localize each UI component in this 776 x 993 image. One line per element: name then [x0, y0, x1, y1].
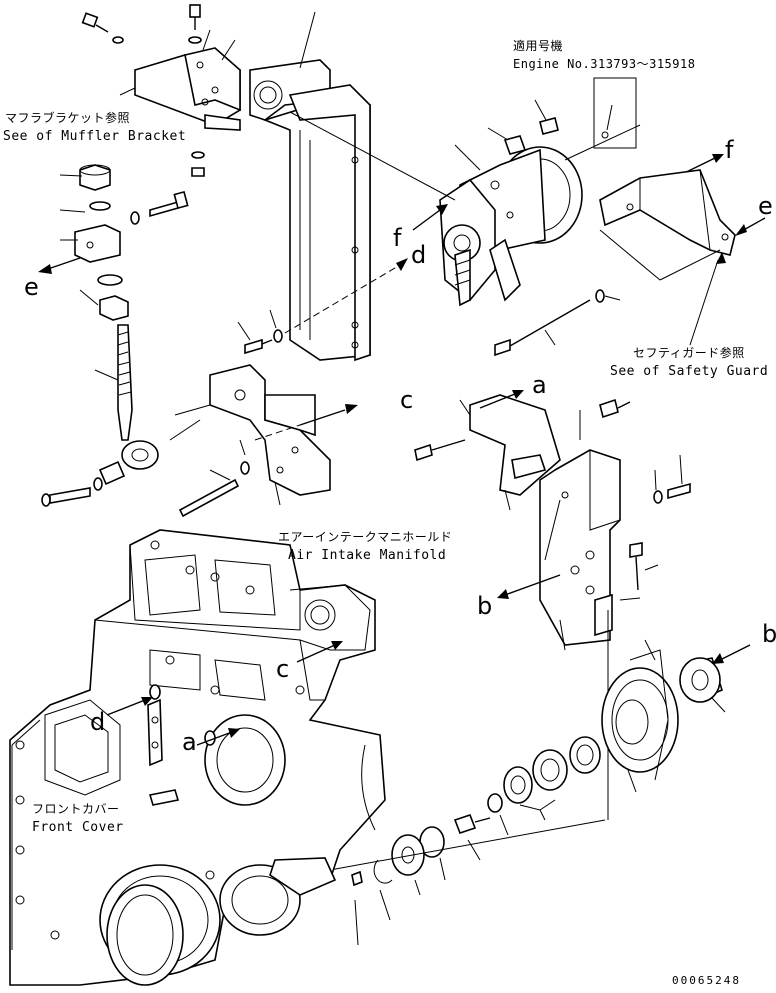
engine-no-label-en: Engine No.313793～315918	[513, 57, 696, 71]
engine-no-label-jp: 適用号機	[513, 39, 564, 53]
adjusting-rod-group	[38, 164, 201, 507]
muffler-bracket-label-en: See of Muffler Bracket	[3, 129, 187, 144]
safety-guard	[599, 169, 766, 346]
safety-guard-label-jp: セフティガード参照	[633, 346, 745, 360]
ref-letter-e-left: e	[24, 273, 39, 301]
idler-pulley	[329, 639, 751, 946]
ref-letter-f-left: f	[393, 224, 402, 252]
ref-letter-b-left: b	[477, 592, 493, 620]
alternator-bracket	[237, 11, 408, 362]
ref-letter-d-bottom: d	[90, 708, 106, 736]
ref-letter-a-top: a	[532, 371, 547, 399]
ref-letter-f-right: f	[725, 136, 734, 164]
ref-letter-d-top: d	[411, 241, 427, 269]
ref-letter-a-bottom: a	[182, 728, 197, 756]
ref-letter-b-right: b	[762, 620, 776, 648]
drawing-number: 00065248	[672, 974, 741, 987]
ref-letter-c-top: c	[400, 386, 414, 414]
safety-guard-label-en: See of Safety Guard	[610, 364, 769, 379]
engine-front-cover	[9, 529, 386, 986]
air-intake-manifold-label-en: Air Intake Manifold	[288, 548, 447, 563]
muffler-bracket-group	[81, 4, 241, 177]
front-cover-label-en: Front Cover	[32, 820, 124, 835]
lower-bracket	[174, 364, 358, 518]
front-cover-label-jp: フロントカバー	[32, 802, 120, 816]
air-intake-manifold-label-jp: エアーインテークマニホールド	[278, 530, 453, 544]
muffler-bracket-label-jp: マフラブラケット参照	[5, 111, 131, 125]
ref-letter-c-bottom: c	[276, 655, 290, 683]
alternator	[289, 77, 724, 357]
ref-letter-e-right: e	[758, 192, 773, 220]
